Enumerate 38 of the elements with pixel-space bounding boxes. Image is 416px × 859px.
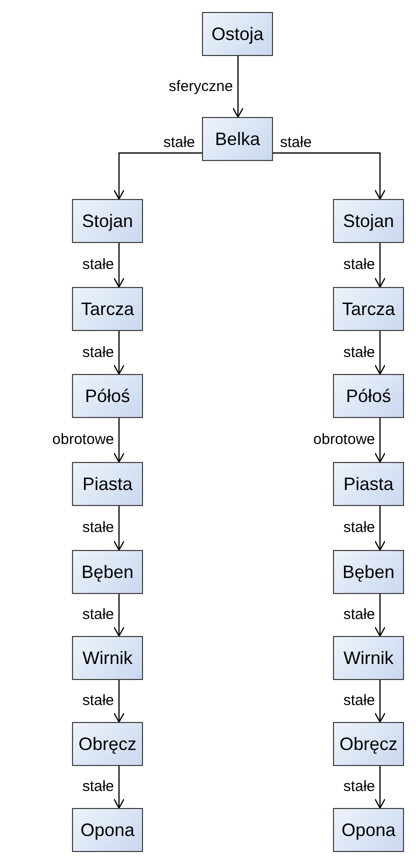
arrow [113, 766, 125, 809]
component-box: Obręcz [333, 722, 404, 766]
arrow [374, 766, 386, 809]
arrow [113, 594, 125, 637]
component-box: Stojan [333, 199, 404, 243]
arrow [273, 152, 386, 200]
component-box: Półoś [333, 374, 404, 418]
component-box: Bęben [72, 550, 143, 594]
component-box: Tarcza [333, 287, 404, 331]
arrow [113, 331, 125, 375]
arrow [113, 243, 125, 288]
component-box: Belka [202, 117, 273, 161]
edge-label: stałe [81, 344, 115, 360]
component-box: Opona [333, 808, 404, 852]
arrow [374, 594, 386, 637]
edge-label: sferyczne [168, 78, 234, 94]
arrow [374, 680, 386, 723]
arrow [374, 243, 386, 288]
component-box: Ostoja [202, 12, 273, 56]
component-box: Wirnik [72, 636, 143, 680]
component-box: Tarcza [72, 287, 143, 331]
component-box: Obręcz [72, 722, 143, 766]
component-box: Wirnik [333, 636, 404, 680]
component-box: Piasta [333, 462, 404, 506]
arrow [374, 331, 386, 375]
arrow [113, 680, 125, 723]
arrow [374, 418, 386, 463]
component-box: Półoś [72, 374, 143, 418]
component-box: Piasta [72, 462, 143, 506]
arrow [374, 506, 386, 551]
arrow [113, 506, 125, 551]
arrow [113, 418, 125, 463]
arrow [113, 152, 202, 200]
component-box: Opona [72, 808, 143, 852]
component-box: Bęben [333, 550, 404, 594]
edge-label: stałe [342, 344, 376, 360]
component-box: Stojan [72, 199, 143, 243]
arrow [232, 56, 244, 118]
